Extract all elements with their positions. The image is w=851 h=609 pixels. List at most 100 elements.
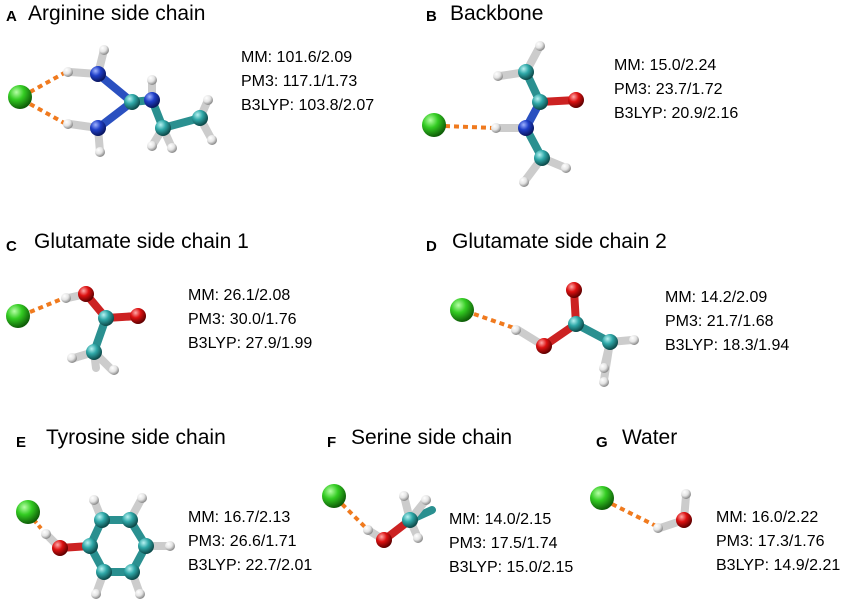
hydrogen-atom bbox=[561, 163, 571, 173]
pm3-value: PM3: 30.0/1.76 bbox=[188, 311, 297, 328]
hydrogen-atom bbox=[491, 123, 501, 133]
panel-letter: B bbox=[426, 8, 437, 25]
energy-values: MM: 16.7/2.13 PM3: 26.6/1.71 B3LYP: 22.7… bbox=[188, 506, 312, 578]
hydrogen-atom bbox=[203, 95, 213, 105]
carbon-atom bbox=[124, 94, 140, 110]
energy-values: MM: 15.0/2.24 PM3: 23.7/1.72 B3LYP: 20.9… bbox=[614, 54, 738, 126]
oxygen-atom bbox=[78, 286, 94, 302]
panel-letter: E bbox=[16, 434, 27, 451]
panel-letter: F bbox=[327, 434, 337, 451]
chloride-ion bbox=[6, 304, 30, 328]
chloride-ion bbox=[450, 298, 474, 322]
hydrogen-atom bbox=[147, 75, 157, 85]
mm-value: MM: 26.1/2.08 bbox=[188, 287, 291, 304]
panel-title: Tyrosine side chain bbox=[46, 426, 226, 449]
mm-value: MM: 16.0/2.22 bbox=[716, 509, 819, 526]
hydrogen-atom bbox=[41, 529, 51, 539]
hydrogen-atom bbox=[493, 71, 503, 81]
energy-values: MM: 16.0/2.22 PM3: 17.3/1.76 B3LYP: 14.9… bbox=[716, 506, 840, 578]
hydrogen-atom bbox=[207, 135, 217, 145]
carbon-atom bbox=[82, 538, 98, 554]
hydrogen-atom bbox=[67, 353, 77, 363]
panel-letter: G bbox=[596, 434, 608, 451]
b3lyp-value: B3LYP: 20.9/2.16 bbox=[614, 105, 739, 122]
hydrogen-atom bbox=[91, 589, 101, 599]
pm3-value: PM3: 17.3/1.76 bbox=[716, 533, 825, 550]
b3lyp-value: B3LYP: 27.9/1.99 bbox=[188, 335, 313, 352]
panel-letter: A bbox=[6, 8, 17, 25]
hydrogen-atom bbox=[413, 533, 423, 543]
chloride-ion bbox=[590, 486, 614, 510]
b3lyp-value: B3LYP: 103.8/2.07 bbox=[241, 97, 375, 114]
hydrogen-atom bbox=[63, 119, 73, 129]
mm-value: MM: 14.2/2.09 bbox=[665, 289, 768, 306]
nitrogen-atom bbox=[518, 120, 534, 136]
hydrogen-atom bbox=[599, 363, 609, 373]
chloride-ion bbox=[8, 85, 32, 109]
hydrogen-atom bbox=[653, 523, 663, 533]
energy-values: MM: 14.2/2.09 PM3: 21.7/1.68 B3LYP: 18.3… bbox=[665, 286, 789, 358]
hydrogen-atom bbox=[167, 143, 177, 153]
panel-title: Glutamate side chain 1 bbox=[34, 230, 249, 253]
carbon-atom bbox=[124, 564, 140, 580]
carbon-atom bbox=[602, 334, 618, 350]
backbone-molecule-diagram bbox=[422, 41, 584, 187]
oxygen-atom bbox=[376, 532, 392, 548]
b3lyp-value: B3LYP: 15.0/2.15 bbox=[449, 559, 574, 576]
hydrogen-atom bbox=[95, 147, 105, 157]
carbon-atom bbox=[155, 120, 171, 136]
b3lyp-value: B3LYP: 14.9/2.21 bbox=[716, 557, 841, 574]
pm3-value: PM3: 117.1/1.73 bbox=[241, 73, 358, 90]
oxygen-atom bbox=[568, 92, 584, 108]
oxygen-atom bbox=[676, 512, 692, 528]
b3lyp-value: B3LYP: 18.3/1.94 bbox=[665, 337, 790, 354]
carbon-atom bbox=[138, 538, 154, 554]
pm3-value: PM3: 17.5/1.74 bbox=[449, 535, 558, 552]
carbon-atom bbox=[534, 150, 550, 166]
carbon-atom bbox=[192, 110, 208, 126]
carbon-atom bbox=[98, 310, 114, 326]
mm-value: MM: 14.0/2.15 bbox=[449, 511, 552, 528]
panel-title: Serine side chain bbox=[351, 426, 513, 449]
hydrogen-atom bbox=[109, 365, 119, 375]
pm3-value: PM3: 26.6/1.71 bbox=[188, 533, 297, 550]
hydrogen-atom bbox=[137, 493, 147, 503]
hydrogen-atom bbox=[399, 491, 409, 501]
hydrogen-atom bbox=[629, 335, 639, 345]
hydrogen-atom bbox=[421, 495, 431, 505]
pm3-value: PM3: 23.7/1.72 bbox=[614, 81, 723, 98]
nitrogen-atom bbox=[90, 120, 106, 136]
glutamate-1-molecule-diagram bbox=[6, 286, 146, 375]
carbon-atom bbox=[568, 316, 584, 332]
hydrogen-atom bbox=[147, 141, 157, 151]
b3lyp-value: B3LYP: 22.7/2.01 bbox=[188, 557, 313, 574]
carbon-atom bbox=[532, 94, 548, 110]
hydrogen-atom bbox=[99, 45, 109, 55]
oxygen-atom bbox=[130, 308, 146, 324]
tyrosine-molecule-diagram bbox=[16, 493, 175, 599]
hydrogen-bonds bbox=[29, 70, 67, 126]
chloride-ion bbox=[322, 484, 346, 508]
carbon-atom bbox=[86, 344, 102, 360]
carbon-atom bbox=[518, 64, 534, 80]
carbon-atom bbox=[96, 564, 112, 580]
mm-value: MM: 101.6/2.09 bbox=[241, 49, 353, 66]
hydrogen-atom bbox=[135, 589, 145, 599]
hydrogen-atom bbox=[519, 177, 529, 187]
oxygen-atom bbox=[566, 282, 582, 298]
glutamate-2-molecule-diagram bbox=[450, 282, 639, 387]
hydrogen-atom bbox=[61, 293, 71, 303]
hydrogen-atom bbox=[363, 525, 373, 535]
carbon-atom bbox=[402, 512, 418, 528]
hydrogen-atom bbox=[63, 67, 73, 77]
chloride-ion bbox=[422, 113, 446, 137]
panel-letter: C bbox=[6, 238, 17, 255]
nitrogen-atom bbox=[90, 66, 106, 82]
energy-values: MM: 101.6/2.09 PM3: 117.1/1.73 B3LYP: 10… bbox=[241, 46, 374, 118]
arginine-molecule-diagram bbox=[8, 45, 217, 157]
chloride-ion bbox=[16, 500, 40, 524]
hydrogen-atom bbox=[599, 377, 609, 387]
hydrogen-atom bbox=[535, 41, 545, 51]
hydrogen-atom bbox=[681, 489, 691, 499]
